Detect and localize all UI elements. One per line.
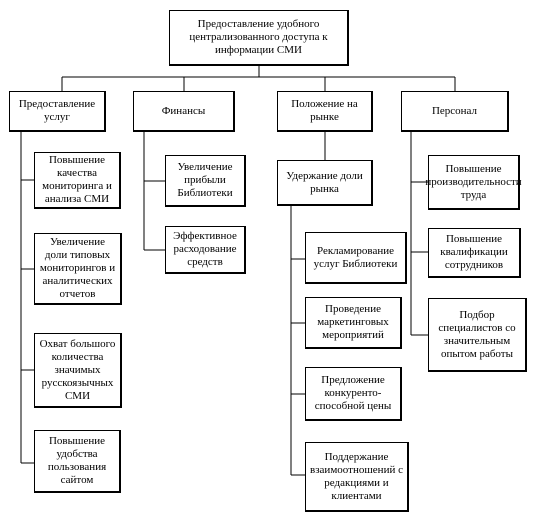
goal-qualification-label: Повышение квалификации сотрудников — [440, 233, 508, 271]
category-finance-label: Финансы — [161, 104, 206, 117]
goal-profit-increase-label: Увеличение прибыли Библиотеки — [177, 161, 233, 199]
root-node: Предоставление удобного централизованног… — [169, 10, 349, 66]
goal-advertising: Рекламирование услуг Библиотеки — [305, 232, 407, 284]
goal-site-usability: Повышение удобства пользования сайтом — [34, 430, 121, 493]
goal-market-share: Удержание доли рынка — [277, 160, 373, 206]
goal-qualification: Повышение квалификации сотрудников — [428, 228, 521, 278]
goal-monitoring-quality-label: Повышение качества мониторинга и анализа… — [42, 154, 112, 205]
category-market: Положение на рынке — [277, 91, 373, 132]
goal-profit-increase: Увеличение прибыли Библиотеки — [165, 155, 246, 207]
goal-media-coverage-label: Охват большого количества значимых русск… — [39, 337, 116, 402]
goal-monitoring-quality: Повышение качества мониторинга и анализа… — [34, 152, 121, 209]
goal-efficient-spending-label: Эффективное расходование средств — [173, 230, 237, 268]
category-personnel-label: Персонал — [431, 104, 478, 117]
goal-client-relations-label: Поддержание взаимоотношений с редакциями… — [310, 450, 403, 502]
goal-media-coverage: Охват большого количества значимых русск… — [34, 333, 122, 408]
category-services-label: Предоставление услуг — [18, 98, 96, 123]
goal-marketing-events-label: Проведение маркетинговых мероприятий — [317, 303, 389, 341]
goal-typical-reports: Увеличение доли типовых мониторингов и а… — [34, 233, 122, 305]
goal-marketing-events: Проведение маркетинговых мероприятий — [305, 297, 402, 349]
goal-market-share-label: Удержание доли рынка — [286, 169, 363, 195]
goal-typical-reports-label: Увеличение доли типовых мониторингов и а… — [39, 236, 116, 300]
goal-productivity-label: Повышение производительности труда — [425, 162, 522, 201]
goal-client-relations: Поддержание взаимоотношений с редакциями… — [305, 442, 409, 512]
goal-competitive-price: Предложение конкуренто-способной цены — [305, 367, 402, 421]
goal-competitive-price-label: Предложение конкуренто-способной цены — [314, 374, 392, 412]
category-finance: Финансы — [133, 91, 235, 132]
category-market-label: Положение на рынке — [291, 98, 358, 123]
goal-productivity: Повышение производительности труда — [425, 155, 522, 210]
goal-efficient-spending: Эффективное расходование средств — [165, 226, 246, 274]
category-personnel: Персонал — [401, 91, 509, 132]
goal-experienced-staff: Подбор специалистов со значительным опыт… — [428, 298, 527, 372]
goal-site-usability-label: Повышение удобства пользования сайтом — [47, 435, 107, 486]
category-services: Предоставление услуг — [9, 91, 106, 132]
root-node-label: Предоставление удобного централизованног… — [189, 18, 328, 56]
goal-advertising-label: Рекламирование услуг Библиотеки — [313, 244, 398, 270]
goal-experienced-staff-label: Подбор специалистов со значительным опыт… — [438, 308, 516, 360]
